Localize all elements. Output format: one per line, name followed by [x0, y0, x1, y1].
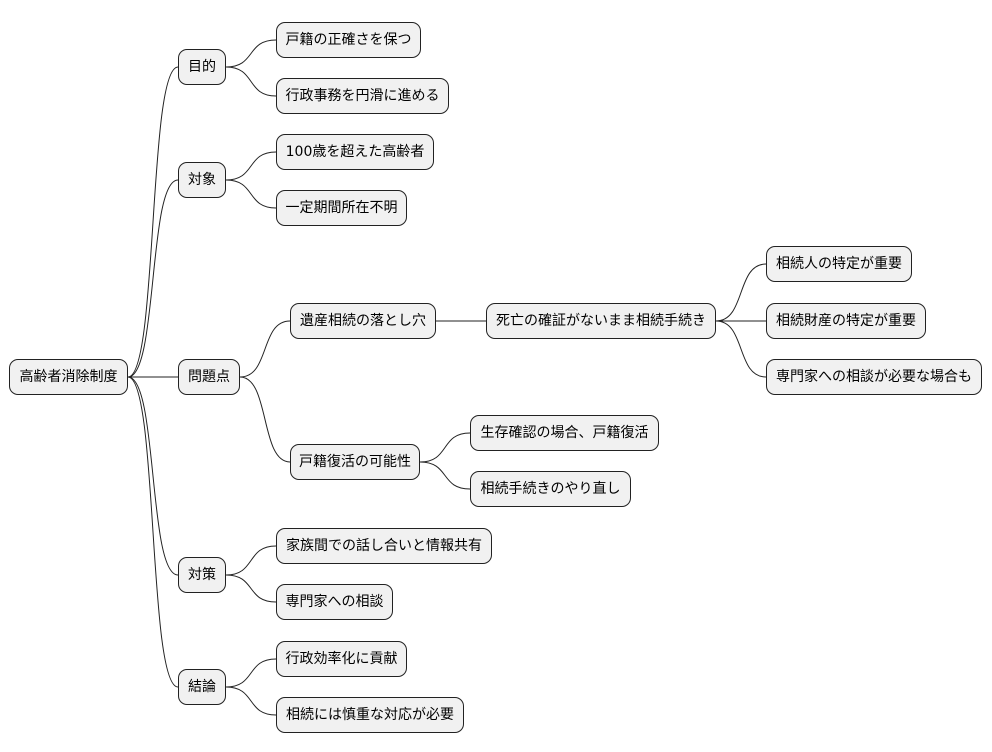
connector-purpose-2 [225, 66, 277, 97]
leaf-node-careful-inheritance[interactable]: 相続には慎重な対応が必要 [276, 697, 464, 733]
connector-death-1 [715, 263, 767, 322]
connector-purpose-1 [225, 39, 277, 68]
leaf-node-target-1[interactable]: 100歳を超えた高齢者 [276, 134, 434, 170]
connector-conclusion-2 [225, 686, 277, 716]
connector-target-2 [225, 179, 277, 209]
connector-root-target [127, 179, 179, 378]
branch-node-conclusion[interactable]: 結論 [178, 669, 226, 705]
branch-node-issues[interactable]: 問題点 [178, 359, 240, 395]
branch-node-purpose[interactable]: 目的 [178, 49, 226, 85]
subbranch-node-inheritance-pitfall[interactable]: 遺産相続の落とし穴 [290, 303, 436, 339]
leaf-node-redo-procedure[interactable]: 相続手続きのやり直し [470, 471, 631, 507]
subbranch-node-registry-revival[interactable]: 戸籍復活の可能性 [290, 444, 420, 480]
connector-issues-2 [239, 376, 291, 463]
leaf-node-estate-identification[interactable]: 相続財産の特定が重要 [766, 303, 926, 339]
detail-node-death-unconfirmed[interactable]: 死亡の確証がないまま相続手続き [486, 303, 716, 339]
leaf-node-expert-consultation-needed[interactable]: 専門家への相談が必要な場合も [766, 359, 982, 395]
connector-death-3 [715, 320, 767, 378]
leaf-node-target-2[interactable]: 一定期間所在不明 [276, 190, 407, 226]
leaf-node-purpose-2[interactable]: 行政事務を円滑に進める [276, 78, 449, 114]
branch-node-target[interactable]: 対象 [178, 162, 226, 198]
root-node[interactable]: 高齢者消除制度 [9, 359, 128, 395]
leaf-node-heir-identification[interactable]: 相続人の特定が重要 [766, 246, 912, 282]
connector-root-conclusion [127, 376, 179, 688]
leaf-node-admin-efficiency[interactable]: 行政効率化に貢献 [276, 641, 407, 677]
connector-target-1 [225, 151, 277, 181]
connector-root-measures [127, 376, 179, 576]
connector-revival-1 [419, 432, 471, 463]
connector-revival-2 [419, 461, 471, 490]
leaf-node-family-discussion[interactable]: 家族間での話し合いと情報共有 [276, 528, 492, 564]
connector-measures-2 [225, 574, 277, 603]
leaf-node-purpose-1[interactable]: 戸籍の正確さを保つ [276, 22, 421, 58]
branch-node-measures[interactable]: 対策 [178, 557, 226, 593]
connector-issues-1 [239, 320, 291, 378]
connector-conclusion-1 [225, 658, 277, 688]
leaf-node-expert-consultation[interactable]: 専門家への相談 [276, 584, 393, 620]
connector-measures-1 [225, 545, 277, 576]
connector-root-purpose [127, 66, 179, 378]
leaf-node-survival-confirmed[interactable]: 生存確認の場合、戸籍復活 [470, 415, 659, 451]
